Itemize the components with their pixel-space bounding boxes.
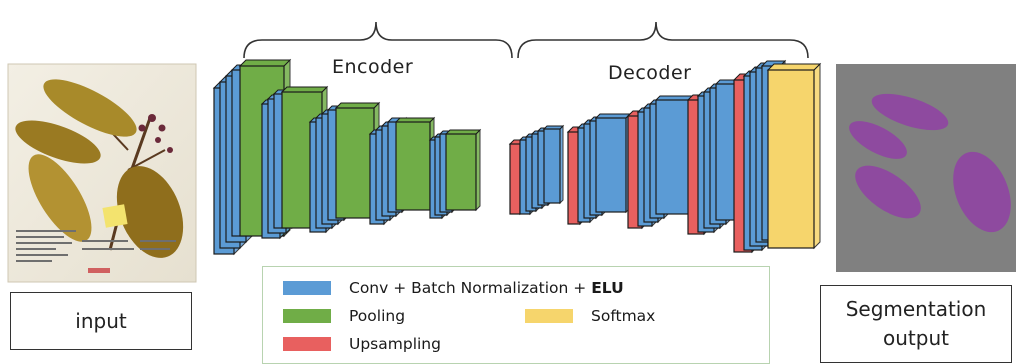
legend-conv-text: Conv + Batch Normalization + xyxy=(349,279,587,297)
legend-row-softmax: Softmax xyxy=(525,307,655,325)
segmentation-output-image xyxy=(836,64,1016,272)
conv-layer-block xyxy=(542,124,565,205)
output-label-line2: output xyxy=(883,326,949,350)
encoder-title: Encoder xyxy=(332,56,414,78)
conv-layer-block xyxy=(594,112,632,214)
input-label-box: input xyxy=(10,292,192,350)
legend-pooling-text: Pooling xyxy=(349,307,406,325)
network-layers xyxy=(212,58,822,256)
input-label: input xyxy=(75,308,127,333)
conv-swatch xyxy=(283,281,331,295)
pooling-layer-block xyxy=(444,128,482,212)
legend: Conv + Batch Normalization + ELU Pooling… xyxy=(262,266,770,364)
input-image xyxy=(7,63,197,283)
softmax-swatch xyxy=(525,309,573,323)
legend-row-conv: Conv + Batch Normalization + ELU xyxy=(283,279,624,297)
output-label-box: Segmentation output xyxy=(820,285,1012,363)
decoder-brace xyxy=(517,21,809,59)
legend-conv-bold: ELU xyxy=(591,279,624,297)
softmax-layer-block xyxy=(766,62,822,250)
legend-row-pooling: Pooling xyxy=(283,307,405,325)
legend-softmax-text: Softmax xyxy=(591,307,656,325)
decoder-title: Decoder xyxy=(608,62,692,84)
legend-row-upsampling: Upsampling xyxy=(283,335,441,353)
encoder-brace xyxy=(243,21,513,59)
upsampling-swatch xyxy=(283,337,331,351)
pooling-swatch xyxy=(283,309,331,323)
output-label-line1: Segmentation xyxy=(845,297,987,321)
pooling-layer-block xyxy=(394,116,436,212)
legend-upsampling-text: Upsampling xyxy=(349,335,441,353)
